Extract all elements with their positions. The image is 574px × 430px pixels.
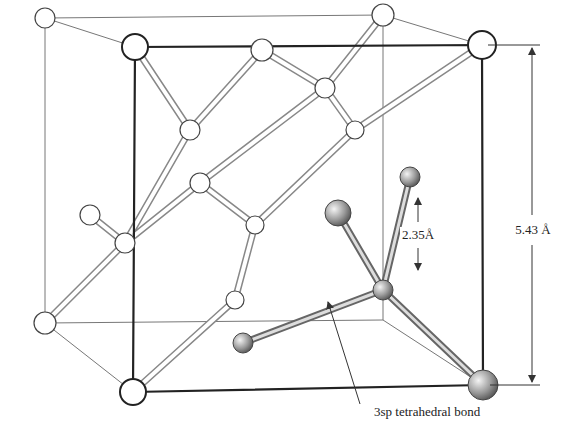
bonds-inner (45, 15, 482, 392)
bonds (45, 15, 482, 392)
lattice-dimension (488, 45, 540, 385)
front-face (133, 45, 483, 392)
bond-type-label: 3sp tetrahedral bond (372, 404, 482, 420)
corner-atoms (120, 31, 496, 405)
back-face (45, 15, 483, 392)
lattice-atoms (34, 4, 394, 334)
leader-line (328, 302, 360, 404)
tetrahedral-bonds-shine (243, 177, 483, 385)
tetrahedral-atoms (233, 167, 498, 400)
tetrahedral-bonds (243, 177, 483, 385)
bond-length-label: 2.35Å (400, 227, 436, 243)
lattice-constant-label: 5.43 Å (513, 222, 552, 238)
